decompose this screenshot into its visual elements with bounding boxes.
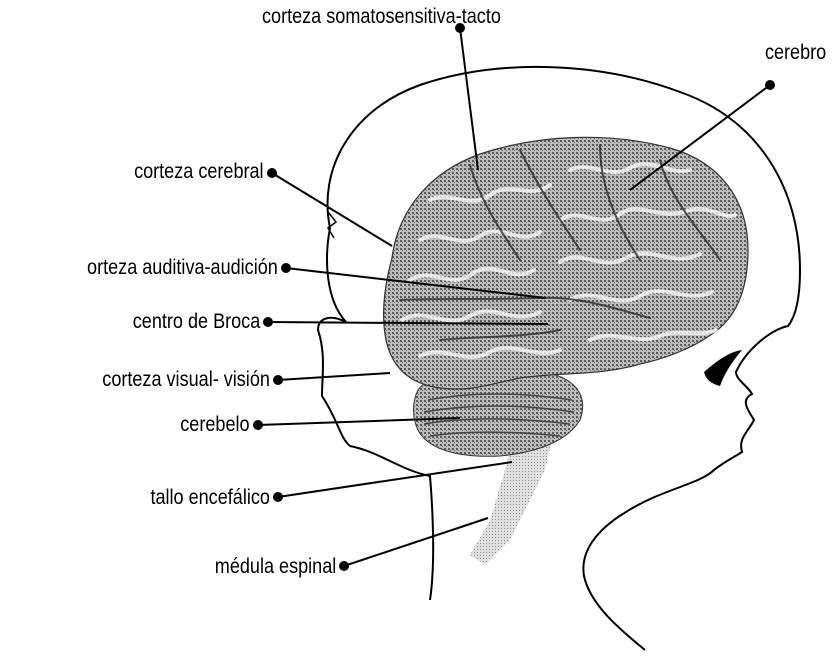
brainstem-dot [273, 492, 283, 502]
label-broca: centro de Broca [132, 311, 260, 332]
broca-dot [263, 317, 273, 327]
label-cerebellum: cerebelo [181, 414, 250, 435]
ear [704, 350, 742, 386]
label-auditory-cortex: orteza auditiva-audición [87, 257, 278, 278]
visual-dot [273, 375, 283, 385]
spinal-cord-dot [339, 561, 349, 571]
label-cerebral-cortex: corteza cerebral [135, 161, 264, 182]
auditory-dot [281, 263, 291, 273]
cerebrum-dot [765, 80, 775, 90]
cerebellum-dot [253, 420, 263, 430]
label-cerebrum: cerebro [765, 42, 826, 63]
label-somatosensory: corteza somatosensitiva-tacto [262, 6, 501, 27]
label-spinal-cord: médula espinal [215, 556, 336, 577]
cerebral-cortex-dot [267, 168, 277, 178]
label-visual-cortex: corteza visual- visión [102, 369, 270, 390]
label-brainstem: tallo encefálico [151, 487, 270, 508]
